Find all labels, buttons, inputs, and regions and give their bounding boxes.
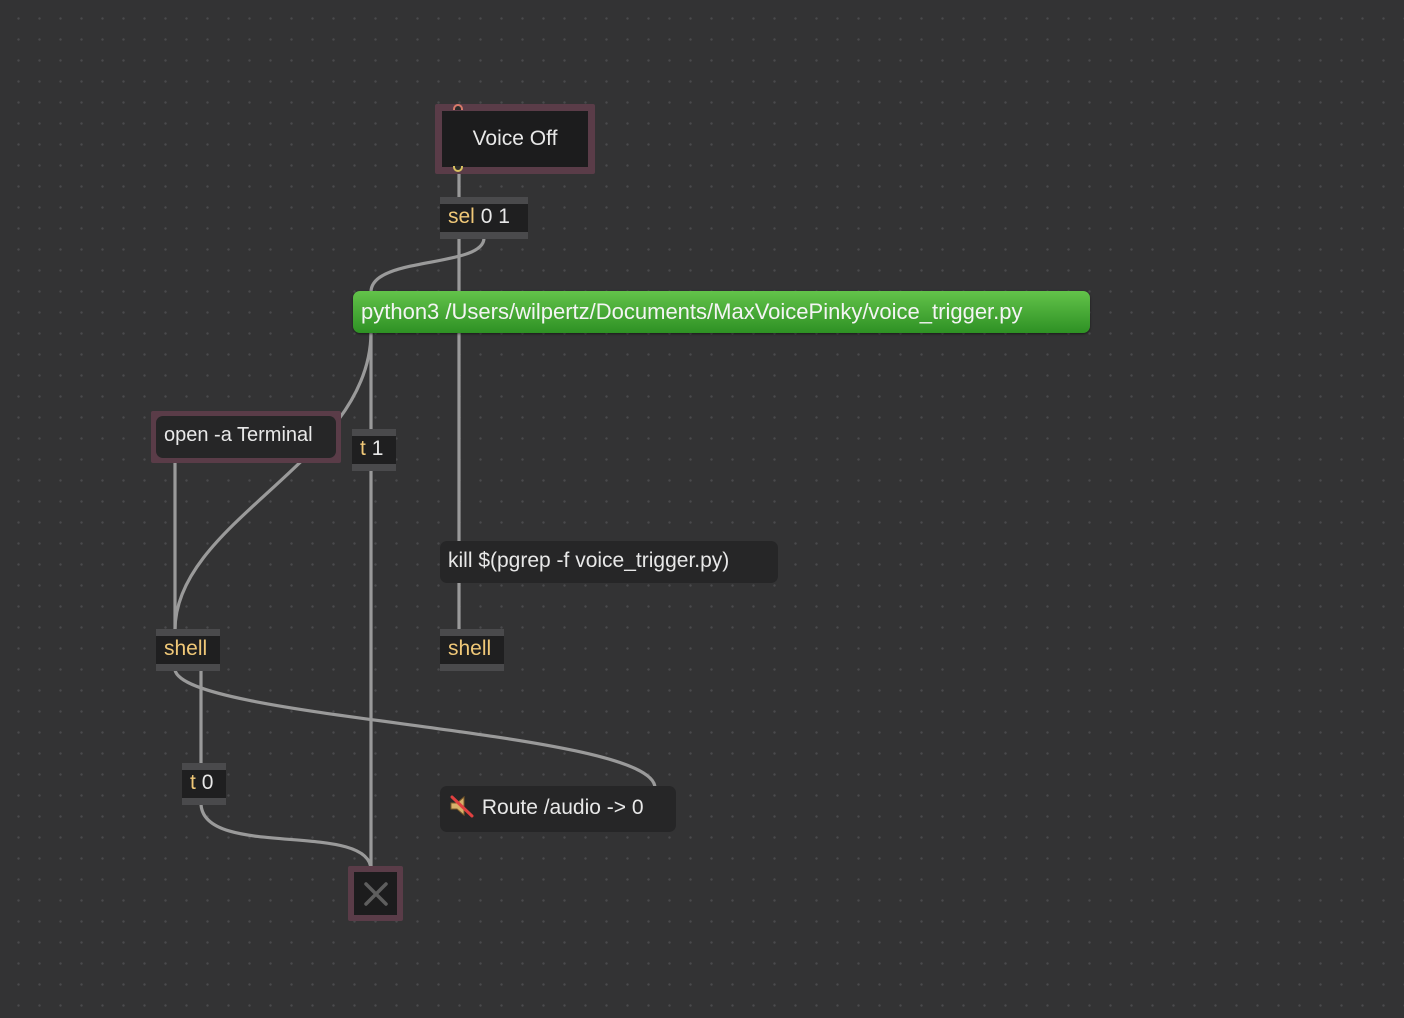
route-audio-text: Route /audio -> 0	[481, 796, 644, 819]
python-launch-message[interactable]: python3 /Users/wilpertz/Documents/MaxVoi…	[353, 291, 1090, 333]
toggle-box[interactable]	[348, 866, 403, 921]
shell-object-left[interactable]: shell	[156, 629, 220, 671]
sel-object[interactable]: sel 0 1	[440, 197, 528, 239]
shell-right-class: shell	[448, 637, 492, 660]
shell-object-right[interactable]: shell	[440, 629, 504, 671]
trigger-one-args: 1	[371, 437, 384, 460]
open-terminal-text: open -a Terminal	[164, 424, 313, 446]
route-audio-message[interactable]: Route /audio -> 0	[440, 786, 676, 832]
cord-sel-to-python	[369, 236, 486, 294]
trigger-zero-args: 0	[201, 771, 214, 794]
speaker-muted-icon	[448, 794, 476, 818]
cord-shell-to-route	[173, 668, 657, 790]
cord-t0-to-toggle	[199, 801, 373, 872]
kill-process-message[interactable]: kill $(pgrep -f voice_trigger.py)	[440, 541, 778, 583]
outlet-port[interactable]	[453, 166, 463, 172]
voice-toggle-button[interactable]: Voice Off	[435, 104, 595, 174]
voice-toggle-label: Voice Off	[442, 111, 588, 167]
inlet-port[interactable]	[453, 104, 463, 110]
sel-args: 0 1	[480, 205, 510, 228]
toggle-x-icon	[363, 881, 388, 906]
open-terminal-message[interactable]: open -a Terminal	[156, 416, 336, 458]
toggle-inner[interactable]	[354, 872, 397, 915]
sel-class-name: sel	[448, 205, 475, 228]
kill-process-text: kill $(pgrep -f voice_trigger.py)	[448, 549, 730, 572]
open-terminal-frame[interactable]: open -a Terminal	[151, 411, 341, 463]
shell-left-class: shell	[164, 637, 208, 660]
python-launch-text: python3 /Users/wilpertz/Documents/MaxVoi…	[361, 299, 1023, 324]
trigger-zero-class: t	[190, 771, 196, 794]
cord-python-to-shell	[173, 330, 373, 632]
trigger-zero-object[interactable]: t 0	[182, 763, 226, 805]
trigger-one-object[interactable]: t 1	[352, 429, 396, 471]
trigger-one-class: t	[360, 437, 366, 460]
